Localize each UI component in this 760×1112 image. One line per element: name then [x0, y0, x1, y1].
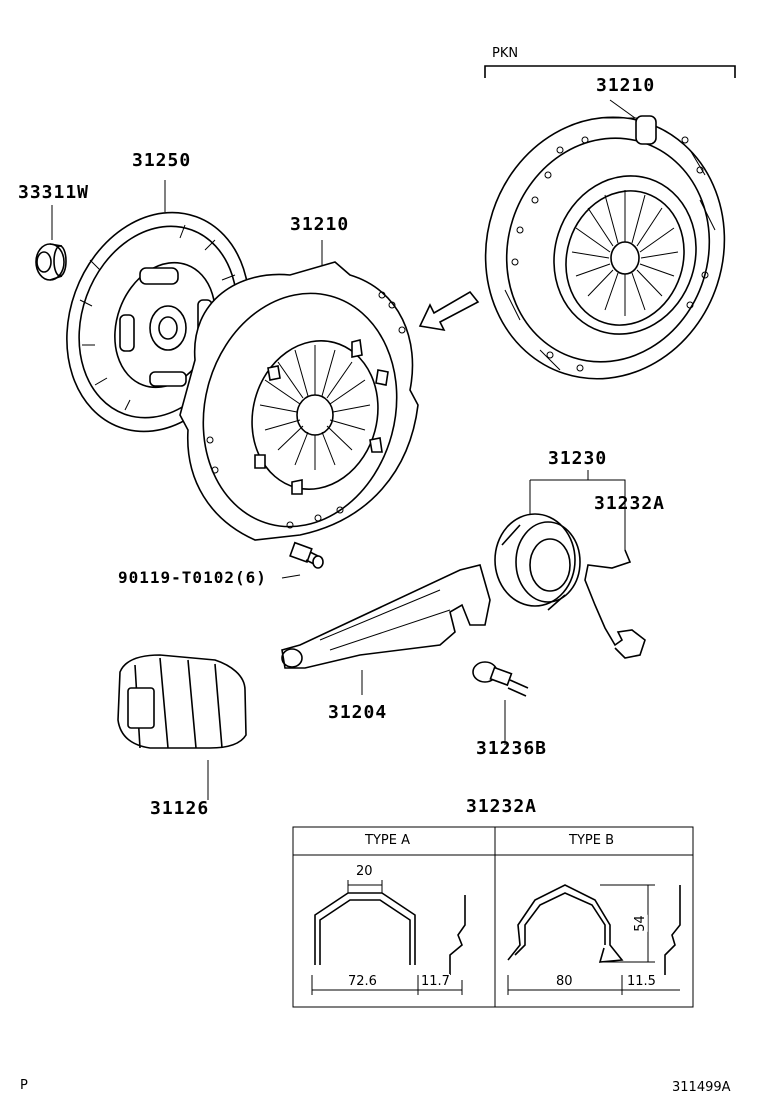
type-b-header: TYPE B: [569, 833, 614, 848]
release-bearing: [494, 513, 581, 611]
part-31210-top: 31210: [596, 75, 656, 96]
pilot-bearing: [35, 243, 67, 281]
pkn-label: PKN: [492, 46, 519, 61]
part-31230: 31230: [548, 448, 608, 469]
part-31250: 31250: [132, 150, 192, 171]
boot: [117, 654, 247, 800]
part-31126: 31126: [150, 798, 210, 819]
leader-lines: [51, 99, 636, 695]
part-31232a: 31232A: [594, 493, 666, 514]
part-31236b: 31236B: [476, 738, 548, 759]
pkn-bracket: [484, 65, 736, 78]
dim-b-width: 80: [556, 974, 573, 989]
release-fork: [281, 564, 491, 669]
footer-left: P: [20, 1078, 28, 1093]
part-31204: 31204: [328, 702, 388, 723]
pressure-plate: [179, 261, 419, 541]
dim-a-width: 72.6: [348, 974, 377, 989]
part-90119: 90119-T0102(6): [118, 568, 267, 587]
dim-b-side: 11.5: [627, 974, 656, 989]
type-b-clip: [507, 884, 681, 995]
pressure-plate-pkn: [484, 115, 726, 380]
direction-arrow: [418, 290, 480, 332]
release-clip: [584, 549, 646, 659]
type-a-header: TYPE A: [365, 833, 410, 848]
part-33311w: 33311W: [18, 182, 90, 203]
dim-b-height: 54: [632, 915, 648, 932]
part-31210-mid: 31210: [290, 214, 350, 235]
part-31232a-table: 31232A: [466, 796, 538, 817]
footer-diagram-id: 311499A: [672, 1080, 731, 1095]
dim-a-side: 11.7: [421, 974, 450, 989]
type-a-clip: [311, 880, 466, 995]
dim-a-top: 20: [356, 864, 373, 879]
pivot-stud: [472, 661, 529, 745]
clip-detail-table: [292, 826, 694, 1008]
bolt: [281, 541, 324, 579]
